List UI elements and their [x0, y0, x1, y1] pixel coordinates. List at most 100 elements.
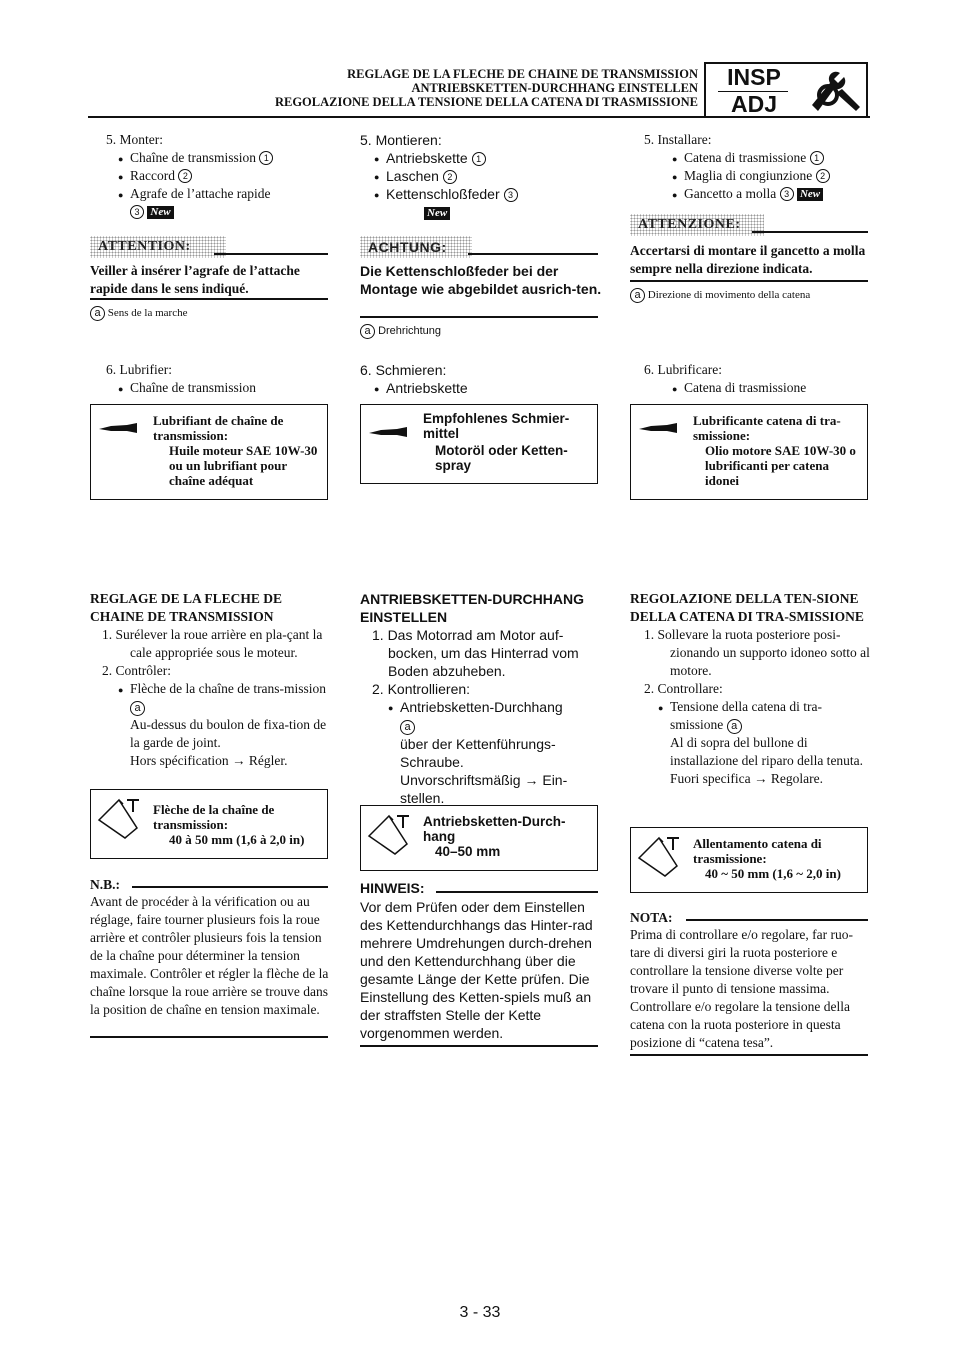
fr-chain-section: REGLAGE DE LA FLECHE DE CHAINE DE TRANSM… [90, 590, 330, 770]
it-chain-section: REGOLAZIONE DELLA TEN-SIONE DELLA CATENA… [630, 590, 870, 788]
de-step-2-item: Antriebsketten-Durchhang [360, 698, 600, 717]
de-step5-item-3: Kettenschloßfeder 3 [360, 185, 600, 204]
oil-can-icon [99, 423, 137, 433]
fr-note-rule [132, 886, 328, 888]
it-section-title: REGOLAZIONE DELLA TEN-SIONE DELLA CATENA… [630, 591, 864, 624]
de-step-2-out: Unvorschriftsmäßig → Ein-stellen. [400, 772, 568, 806]
it-step-2: 2. Controllare: [644, 681, 723, 696]
fr-step5-item-3-num: 3 New [90, 203, 330, 221]
it-step5-item-3: Gancetto a molla 3 New [630, 185, 870, 204]
badge-adj: ADJ [730, 91, 777, 117]
de-step-1: 1. Das Motorrad am Motor auf-bocken, um … [372, 627, 579, 679]
de-new-row: New [360, 203, 600, 221]
it-lubricant-box: Lubrificante catena di tra-smissione: Ol… [630, 404, 868, 500]
fr-note-label: N.B.: [90, 877, 120, 892]
fr-step5-item-1: Chaîne de transmission 1 [90, 149, 330, 168]
page-number: 3 - 33 [459, 1304, 501, 1321]
column-fr: 5. Monter: Chaîne de transmission 1 Racc… [90, 131, 330, 221]
it-step-1: 1. Sollevare la ruota posteriore posi-zi… [644, 627, 870, 678]
fr-step-2-detail: Au-dessus du boulon de fixa-tion de la g… [130, 717, 327, 750]
fr-spec-box: Flèche de la chaîne de transmission: 40 … [90, 789, 328, 859]
de-step5: 5. Montieren: [360, 132, 442, 148]
fr-step-2-item: Flèche de la chaîne de trans-mission a [90, 680, 330, 716]
it-attenzione-rule [752, 231, 868, 233]
de-step5-item-1: Antriebskette 1 [360, 149, 600, 168]
column-de: 5. Montieren: Antriebskette 1 Laschen 2 … [360, 131, 600, 221]
header-title-it: REGOLAZIONE DELLA TENSIONE DELLA CATENA … [274, 95, 698, 109]
de-step6-item: Antriebskette [360, 379, 600, 398]
fr-spec-title: Flèche de la chaîne de transmission: [153, 802, 275, 832]
it-lubricant-value: Olio motore SAE 10W-30 o lubrificanti pe… [705, 443, 856, 488]
fr-lubricant-value: Huile moteur SAE 10W-30 ou un lubrifiant… [169, 443, 318, 488]
fr-step5-item-2: Raccord 2 [90, 167, 330, 186]
de-lubricant-box: Empfohlenes Schmier-mittel Motoröl oder … [360, 404, 598, 484]
it-step5-item-2: Maglia di congiunzione 2 [630, 167, 870, 186]
fr-lubricant-title: Lubrifiant de chaîne de transmission: [153, 413, 284, 443]
de-section-title: ANTRIEBSKETTEN-DURCHHANG EINSTELLEN [360, 591, 584, 625]
insp-adj-badge: INSP ADJ [704, 62, 868, 118]
de-spec-box: Antriebsketten-Durch-hang 40–50 mm [360, 805, 598, 871]
fr-note-end-rule [90, 1036, 328, 1038]
fr-step6-block: 6. Lubrifier: Chaîne de transmission [90, 361, 330, 398]
header-rule [88, 116, 870, 118]
oil-can-icon [639, 423, 677, 433]
header-title-de: ANTRIEBSKETTEN-DURCHHANG EINSTELLEN [411, 81, 698, 95]
it-step6-block: 6. Lubrificare: Catena di trasmissione [630, 361, 870, 398]
it-spec-value: 40 ~ 50 mm (1,6 ~ 2,0 in) [705, 866, 841, 881]
it-lubricant-title: Lubrificante catena di tra-smissione: [693, 413, 841, 443]
measure-icon [97, 798, 139, 839]
de-achtung-end-rule [360, 316, 598, 318]
fr-step-2: 2. Contrôler: [102, 663, 171, 678]
badge-divider [718, 91, 788, 92]
de-step-2-mark: a [360, 716, 600, 735]
it-caption: a Direzione di movimento della catena [630, 288, 810, 303]
new-tag: New [147, 206, 174, 219]
it-note-text: Prima di controllare e/o regolare, far r… [630, 927, 854, 1050]
fr-caption: a Sens de la marche [90, 306, 187, 321]
it-step-2-detail: Al di sopra del bullone di installazione… [670, 735, 864, 768]
it-step-2-item: Tensione della catena di tra-smissione a [630, 698, 870, 734]
column-it: 5. Installare: Catena di trasmissione 1 … [630, 131, 870, 204]
it-spec-title: Allentamento catena di trasmissione: [693, 836, 822, 866]
de-note-text: Vor dem Prüfen oder dem Einstellen des K… [360, 899, 593, 1041]
measure-icon [637, 836, 679, 877]
de-caption: a Drehrichtung [360, 324, 441, 339]
it-spec-box: Allentamento catena di trasmissione: 40 … [630, 827, 868, 893]
it-step6-item: Catena di trasmissione [630, 379, 870, 398]
header-title-fr: REGLAGE DE LA FLECHE DE CHAINE DE TRANSM… [347, 67, 698, 81]
de-step5-item-2: Laschen 2 [360, 167, 600, 186]
de-achtung-text: Die Kettenschloßfeder bei der Montage wi… [360, 263, 602, 297]
it-attenzione-label: ATTENZIONE: [630, 214, 764, 236]
fr-note-text: Avant de procéder à la vérification ou a… [90, 894, 329, 1017]
wrench-and-spanner-icon [812, 71, 860, 111]
de-achtung-rule [468, 253, 598, 255]
fr-spec-value: 40 à 50 mm (1,6 à 2,0 in) [169, 832, 305, 847]
de-achtung-label: ACHTUNG: [360, 236, 472, 258]
oil-can-icon [369, 427, 407, 437]
de-lubricant-value: Motoröl oder Ketten-spray [435, 443, 568, 473]
fr-section-title: REGLAGE DE LA FLECHE DE CHAINE DE TRANSM… [90, 591, 283, 624]
it-step6: 6. Lubrificare: [644, 362, 722, 377]
fr-step5-item-3: Agrafe de l’attache rapide [90, 185, 330, 204]
it-note-label: NOTA: [630, 910, 673, 925]
de-spec-title: Antriebsketten-Durch-hang [423, 814, 566, 844]
it-attenzione-end-rule [630, 280, 868, 282]
it-attenzione-text: Accertarsi di montare il gancetto a moll… [630, 243, 866, 276]
fr-attention-text: Veiller à insérer l’agrafe de l’attache … [90, 263, 300, 296]
badge-insp: INSP [727, 64, 781, 90]
fr-attention-end-rule [90, 298, 328, 300]
de-spec-value: 40–50 mm [435, 844, 501, 859]
de-note-label: HINWEIS: [360, 880, 425, 896]
fr-attention-rule [214, 253, 328, 255]
it-step5: 5. Installare: [644, 132, 712, 147]
fr-step5: 5. Monter: [106, 132, 163, 147]
de-step6: 6. Schmieren: [360, 362, 447, 378]
it-note-end-rule [630, 1054, 868, 1056]
de-step6-block: 6. Schmieren: Antriebskette [360, 361, 600, 398]
de-note-end-rule [360, 1045, 598, 1047]
de-lubricant-title: Empfohlenes Schmier-mittel [423, 411, 570, 441]
fr-attention-label: ATTENTION: [90, 236, 226, 258]
it-step5-item-1: Catena di trasmissione 1 [630, 149, 870, 168]
fr-step-1: 1. Surélever la roue arrière en pla-çant… [102, 627, 323, 660]
de-step-2-detail: über der Kettenführungs-Schraube. [400, 736, 556, 770]
